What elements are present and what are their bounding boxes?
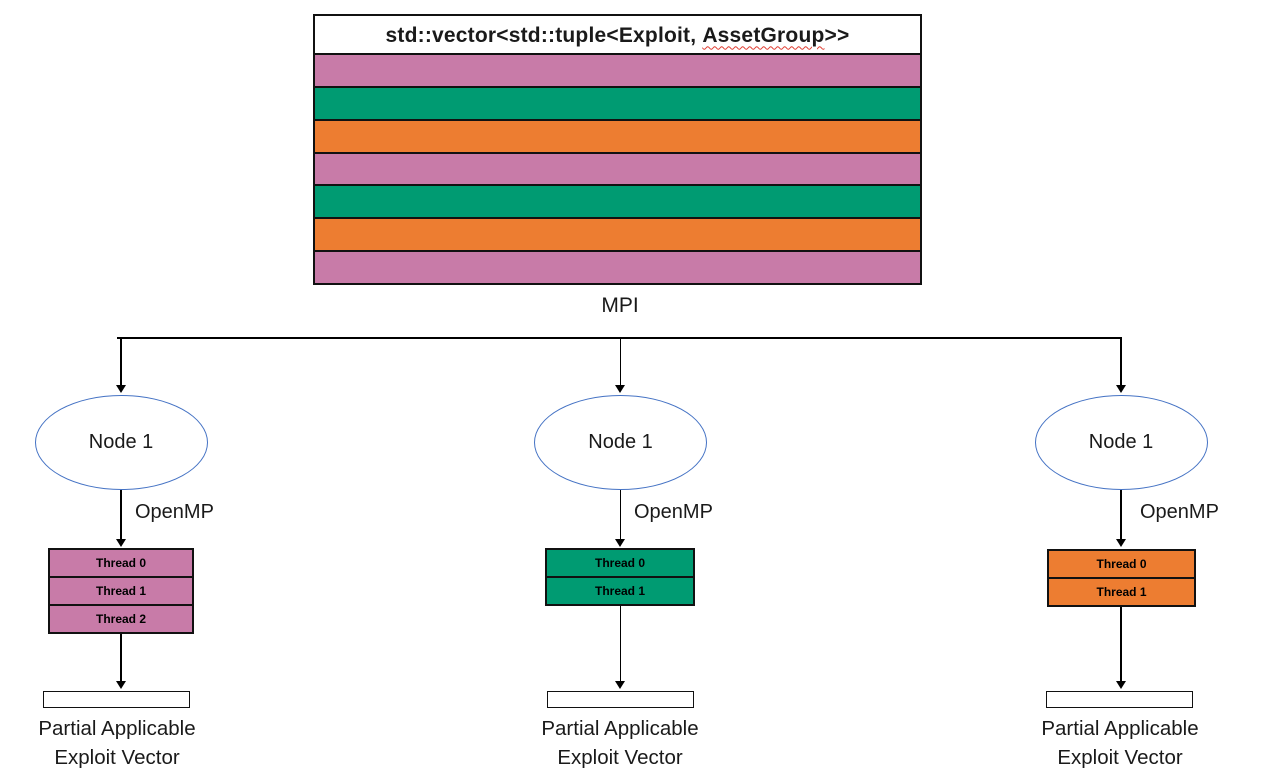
output-label-3: Partial Applicable Exploit Vector [1010, 714, 1230, 772]
thread-label: Thread 1 [1096, 585, 1147, 599]
vector-rows [313, 53, 922, 286]
vector-row [313, 53, 922, 88]
vector-row [313, 250, 922, 286]
mpi-arrowhead-1 [115, 385, 126, 393]
thread-box-2: Thread 0 Thread 1 [545, 548, 695, 606]
output-label-1: Partial Applicable Exploit Vector [7, 714, 227, 772]
node-label-1: Node 1 [88, 431, 154, 453]
openmp-label-1: OpenMP [135, 501, 214, 523]
output-arrowhead-3 [1115, 681, 1126, 689]
output-label-2: Partial Applicable Exploit Vector [510, 714, 730, 772]
output-arrowhead-2 [615, 681, 625, 689]
thread-row: Thread 0 [48, 548, 194, 578]
thread-row: Thread 0 [1047, 549, 1196, 579]
thread-label: Thread 0 [594, 556, 645, 570]
output-label-line2: Exploit Vector [557, 746, 683, 769]
openmp-arrow-line-2 [619, 490, 622, 539]
vector-row [313, 184, 922, 220]
openmp-label-2: OpenMP [634, 501, 713, 523]
thread-label: Thread 0 [95, 556, 146, 570]
vector-row [313, 217, 922, 253]
thread-row: Thread 1 [48, 576, 194, 606]
node-label-2: Node 1 [588, 431, 653, 453]
node-ellipse-3: Node 1 [1034, 395, 1208, 490]
mpi-label: MPI [601, 294, 639, 317]
output-label-line2: Exploit Vector [1057, 746, 1183, 769]
output-label-line1: Partial Applicable [541, 717, 699, 740]
thread-row: Thread 1 [545, 576, 695, 606]
output-box-2 [547, 691, 694, 708]
openmp-arrow-line-1 [120, 490, 122, 539]
thread-row: Thread 2 [48, 604, 194, 634]
mpi-arrowhead-3 [1115, 385, 1126, 393]
output-arrowhead-1 [115, 681, 126, 689]
vector-row [313, 151, 922, 187]
node-ellipse-1: Node 1 [34, 395, 208, 490]
vector-row [313, 118, 922, 154]
thread-label: Thread 1 [95, 584, 146, 598]
output-label-line2: Exploit Vector [54, 746, 180, 769]
mpi-branch-line [117, 337, 1122, 339]
vector-box-title: std::vector<std::tuple<Exploit, AssetGro… [313, 14, 922, 57]
thread-row: Thread 1 [1047, 577, 1196, 607]
thread-row: Thread 0 [545, 548, 695, 578]
openmp-arrowhead-1 [115, 539, 126, 547]
output-box-1 [43, 691, 190, 708]
vector-box: std::vector<std::tuple<Exploit, AssetGro… [313, 14, 922, 286]
output-label-line1: Partial Applicable [38, 717, 196, 740]
mpi-arrow-line-2 [619, 337, 622, 385]
output-arrow-line-1 [120, 634, 122, 681]
output-arrow-line-2 [619, 606, 622, 681]
openmp-label-3: OpenMP [1140, 501, 1219, 523]
thread-box-1: Thread 0 Thread 1 Thread 2 [48, 548, 194, 634]
output-label-line1: Partial Applicable [1041, 717, 1199, 740]
mpi-arrow-line-1 [120, 337, 122, 385]
output-box-3 [1046, 691, 1193, 708]
output-arrow-line-3 [1120, 607, 1122, 681]
openmp-arrow-line-3 [1120, 490, 1122, 539]
title-prefix: std::vector<std::tuple<Exploit, [385, 23, 703, 47]
vector-row [313, 85, 922, 121]
mpi-arrowhead-2 [615, 385, 625, 393]
thread-box-3: Thread 0 Thread 1 [1047, 549, 1196, 607]
thread-label: Thread 1 [594, 584, 645, 598]
node-ellipse-2: Node 1 [534, 395, 707, 490]
thread-label: Thread 2 [95, 612, 146, 626]
title-suffix: >> [824, 23, 850, 47]
title-misspelled-word: AssetGroup [702, 23, 825, 47]
openmp-arrowhead-3 [1115, 539, 1126, 547]
node-label-3: Node 1 [1088, 431, 1154, 453]
thread-label: Thread 0 [1096, 557, 1147, 571]
openmp-arrowhead-2 [615, 539, 625, 547]
mpi-arrow-line-3 [1120, 337, 1122, 385]
